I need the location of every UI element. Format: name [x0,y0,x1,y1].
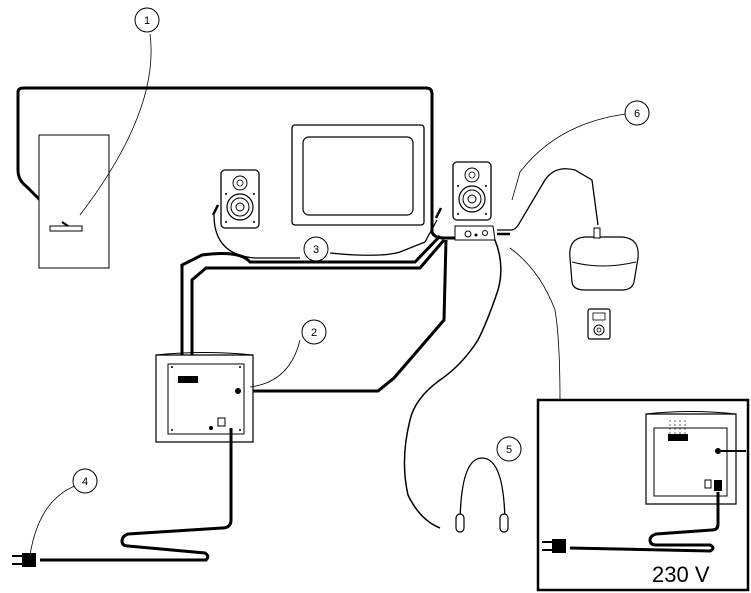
svg-text:5: 5 [506,444,512,456]
svg-text:3: 3 [313,244,319,256]
mp3-device-cable [497,168,599,231]
subwoofer [155,352,254,443]
power-plug [12,553,36,567]
audio-output-slot [49,225,83,232]
callout-1: 1 [134,7,160,33]
sub-speaker-terminals [178,376,198,383]
top-loop-cable [16,86,460,240]
svg-text:2: 2 [311,327,317,339]
callout-6: 6 [624,100,650,126]
svg-text:6: 6 [634,108,640,120]
callout-5: 5 [496,436,522,462]
headphones-cable [403,239,502,529]
sub-input-cable [248,239,448,393]
left-speaker-cable [213,214,300,259]
speaker-to-sub-cable-b [190,239,446,378]
inset-subwoofer [645,411,746,505]
speaker-to-sub-cable-a [180,234,442,378]
inset-power-plug [542,539,566,553]
cd-player [569,227,639,291]
speaker-control-base [454,225,496,241]
headphones [455,457,509,533]
svg-text:1: 1 [144,15,150,27]
callout-4: 4 [72,468,98,494]
svg-text:4: 4 [82,476,88,488]
sub-input-jack [235,388,241,394]
monitor [291,124,425,226]
inset-power-cable [569,492,720,553]
left-speaker [220,169,260,229]
right-speaker [452,161,492,221]
callout-2: 2 [301,319,327,345]
inset-voltage-label: 230 V [652,562,710,587]
power-cable [40,428,233,562]
callout-3: 3 [303,236,329,262]
mp3-player [587,308,611,340]
inset-230v: 230 V [536,398,750,592]
sub-power-switch [217,417,226,427]
computer-panel [38,134,110,269]
